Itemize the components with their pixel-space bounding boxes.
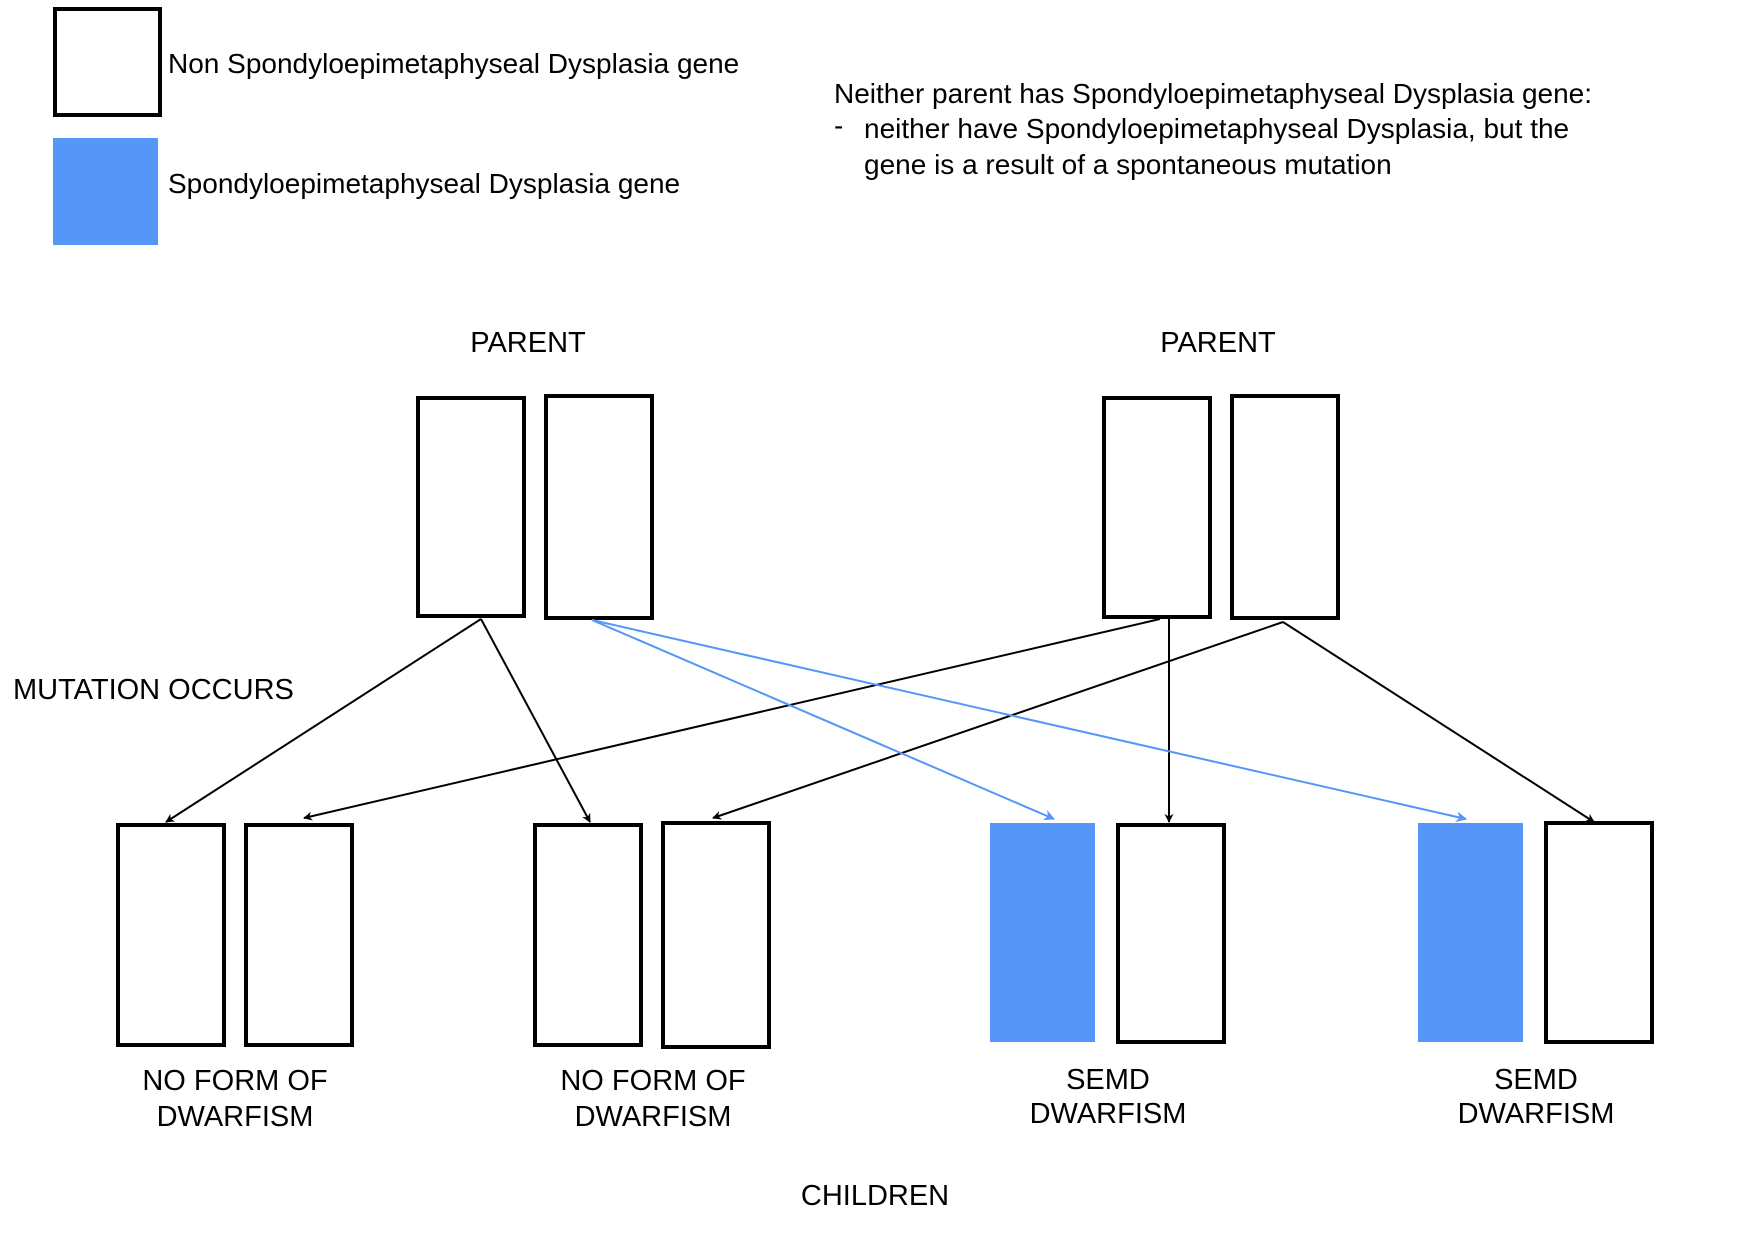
child3-label-line2: DWARFISM	[1030, 1098, 1187, 1130]
parent-right-label: PARENT	[1160, 327, 1276, 359]
child4-label-line1: SEMD	[1494, 1064, 1578, 1096]
arrow-right-b-to-child4	[1282, 621, 1595, 823]
child1-label-line2: DWARFISM	[157, 1101, 314, 1133]
note-bullet: -	[834, 110, 843, 141]
child2-label-line2: DWARFISM	[575, 1101, 732, 1133]
legend-normal-gene-label: Non Spondyloepimetaphyseal Dysplasia gen…	[168, 48, 739, 79]
child3-label-line1: SEMD	[1066, 1064, 1150, 1096]
mutation-arrow-to-child3	[591, 619, 1056, 821]
note-line-3: gene is a result of a spontaneous mutati…	[864, 149, 1392, 180]
child3-gene-mutant	[990, 823, 1095, 1042]
child2-gene-a	[533, 823, 643, 1047]
note-line-1: Neither parent has Spondyloepimetaphysea…	[834, 78, 1592, 109]
parent-left-label: PARENT	[470, 327, 586, 359]
child1-label-line1: NO FORM OF	[142, 1065, 327, 1097]
child2-label-line1: NO FORM OF	[560, 1065, 745, 1097]
note-line-2: neither have Spondyloepimetaphyseal Dysp…	[864, 113, 1569, 144]
arrow-right-a-to-child1	[303, 618, 1161, 821]
child1-gene-a	[116, 823, 226, 1047]
parent-right-gene-b	[1230, 394, 1340, 620]
legend-mutant-gene-swatch	[53, 138, 158, 245]
child2-gene-b	[661, 821, 771, 1049]
legend-normal-gene-swatch	[53, 7, 162, 117]
arrow-right-b-to-child2	[712, 621, 1284, 820]
parent-left-gene-b	[544, 394, 654, 620]
arrow-left-a-to-child1	[165, 618, 482, 823]
child1-gene-b	[244, 823, 354, 1047]
mutation-arrow-to-child4	[591, 619, 1468, 823]
children-label: CHILDREN	[801, 1180, 949, 1212]
arrow-left-a-to-child2	[480, 618, 591, 823]
parent-left-gene-a	[416, 396, 526, 618]
parent-right-gene-a	[1102, 396, 1212, 619]
mutation-occurs-label: MUTATION OCCURS	[13, 674, 294, 706]
child4-gene-normal	[1544, 821, 1654, 1044]
child3-gene-normal	[1116, 823, 1226, 1044]
child4-label-line2: DWARFISM	[1458, 1098, 1615, 1130]
legend-mutant-gene-label: Spondyloepimetaphyseal Dysplasia gene	[168, 168, 680, 199]
child4-gene-mutant	[1418, 823, 1523, 1042]
